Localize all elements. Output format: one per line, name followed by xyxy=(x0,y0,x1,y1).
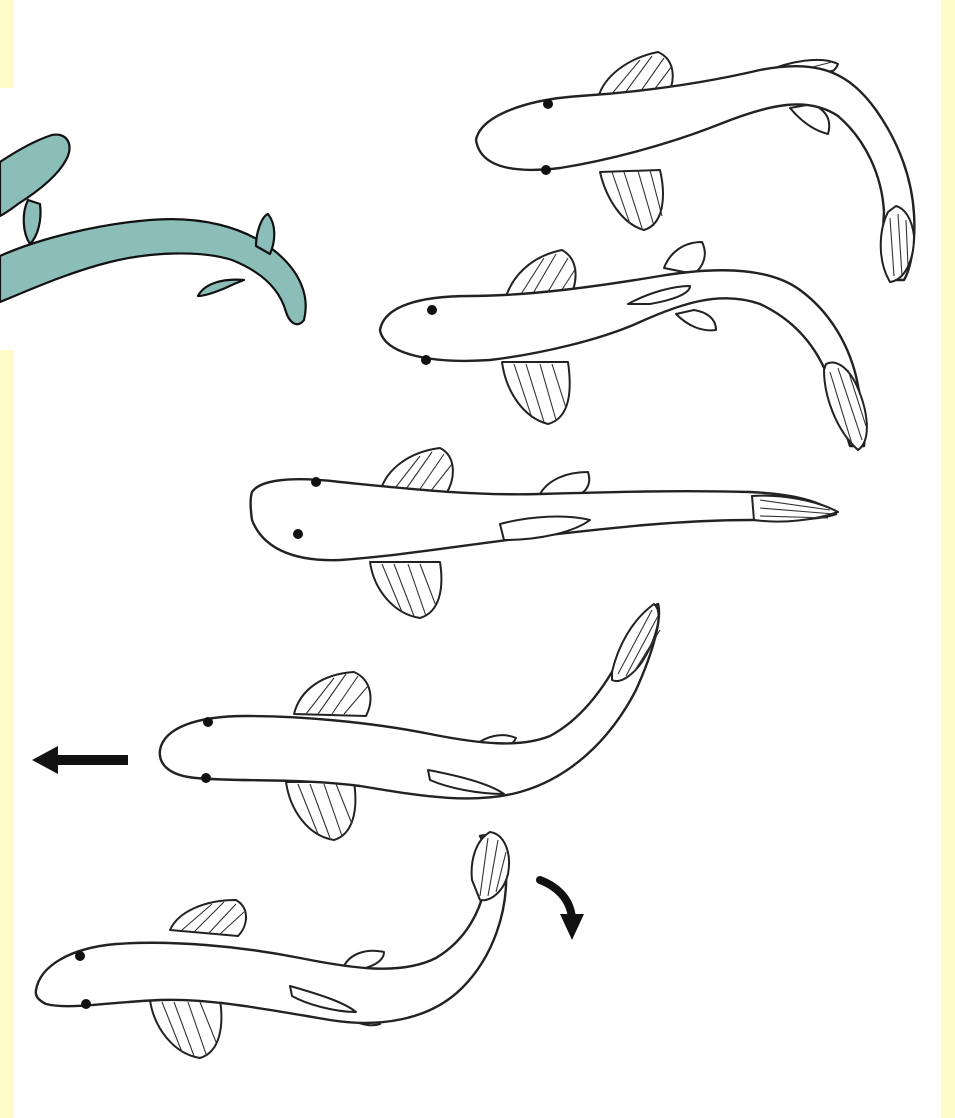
fish5-body xyxy=(36,835,506,1023)
left-arrow-head xyxy=(32,746,58,774)
fish1-eye-top xyxy=(543,99,553,109)
fish4-pectoral-bottom xyxy=(286,782,355,840)
fish2-pelvic xyxy=(676,310,716,330)
fish3-pectoral-bottom xyxy=(370,562,441,618)
fish5-eye-top xyxy=(75,951,85,961)
fish-frame-5 xyxy=(36,832,509,1058)
fish3-inner-fin xyxy=(500,517,590,540)
fish1-pectoral-bottom xyxy=(600,170,663,230)
highlight-fin-upper xyxy=(24,200,41,244)
fish3-eye-bottom xyxy=(293,529,303,539)
fish2-pectoral-bottom xyxy=(502,362,570,424)
fish5-eye-bottom xyxy=(81,999,91,1009)
highlight-fin-pelvic xyxy=(198,280,244,296)
curved-down-arrow-icon xyxy=(540,880,584,940)
fish-frame-2 xyxy=(380,242,867,450)
fish2-body xyxy=(380,270,865,446)
fish4-eye-bottom xyxy=(201,773,211,783)
fish2-eye-top xyxy=(427,305,437,315)
fish4-body xyxy=(160,604,659,798)
curved-arrow-head xyxy=(560,914,584,940)
fish-frame-4 xyxy=(160,604,660,840)
highlight-fish-group xyxy=(0,135,306,325)
fish2-dorsal xyxy=(664,242,705,274)
left-arrow-icon xyxy=(32,746,128,774)
fish4-eye-top xyxy=(203,717,213,727)
fish-frame-3 xyxy=(251,448,839,618)
curved-arrow-shaft xyxy=(540,880,572,918)
fish3-eye-top xyxy=(311,477,321,487)
highlight-fin-dorsal xyxy=(256,214,274,254)
left-arrow-shaft xyxy=(56,755,128,765)
fish1-eye-bottom xyxy=(541,165,551,175)
fish2-eye-bottom xyxy=(421,355,431,365)
